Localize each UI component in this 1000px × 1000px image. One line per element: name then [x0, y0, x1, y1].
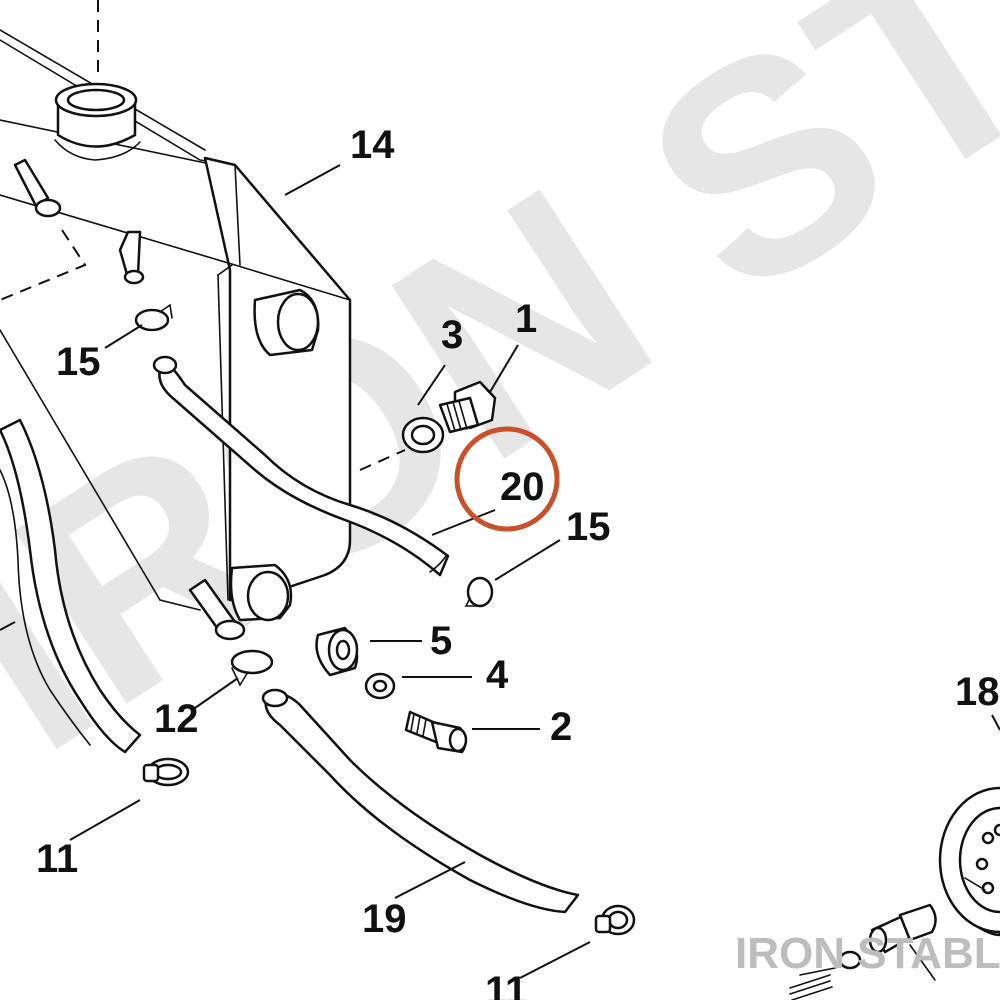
bolt-part-2 — [404, 710, 468, 754]
leader-lines — [0, 164, 1000, 979]
callout-3: 3 — [441, 313, 463, 357]
callout-11-bottom: 11 — [485, 969, 527, 1000]
clamp-right-15 — [464, 576, 494, 608]
callout-4: 4 — [486, 653, 509, 697]
lower-elbow-fitting — [188, 578, 246, 641]
oil-filter-part-18 — [938, 786, 1000, 937]
side-boss — [253, 288, 320, 357]
highlight-circle — [454, 426, 560, 532]
callout-15-upper: 15 — [56, 340, 101, 384]
left-hose-11 — [0, 418, 142, 754]
callout-20: 20 — [500, 465, 545, 509]
washer-part-3 — [401, 416, 445, 454]
callout-5: 5 — [430, 619, 452, 663]
spacer-part-5 — [315, 626, 359, 677]
clamp-upper-15 — [134, 303, 173, 332]
callout-14: 14 — [350, 123, 395, 167]
brand-label: IRON STABLE — [735, 929, 1000, 978]
callout-15-right: 15 — [566, 505, 611, 549]
washer-part-4 — [364, 672, 396, 700]
callout-19: 19 — [362, 897, 407, 941]
vent-path-line — [0, 229, 87, 301]
callout-1: 1 — [515, 297, 537, 341]
callout-18: 18 — [955, 670, 1000, 714]
callout-2: 2 — [550, 705, 572, 749]
nipple-fitting — [868, 903, 937, 981]
check-ball — [838, 950, 862, 970]
hose-19 — [264, 692, 580, 914]
clamp-bottom-11 — [594, 904, 636, 936]
spring — [789, 967, 836, 1000]
callout-11-left: 11 — [36, 837, 78, 881]
plug-axis-line — [359, 449, 406, 471]
upper-elbow-fitting — [13, 158, 145, 285]
fill-neck — [54, 82, 141, 161]
bottom-outlet — [229, 563, 293, 622]
callout-12: 12 — [154, 697, 199, 741]
drain-plug-part-1 — [438, 380, 497, 434]
hose-20 — [158, 358, 450, 577]
clamp-12 — [230, 649, 274, 687]
clamp-left-11 — [142, 757, 190, 787]
